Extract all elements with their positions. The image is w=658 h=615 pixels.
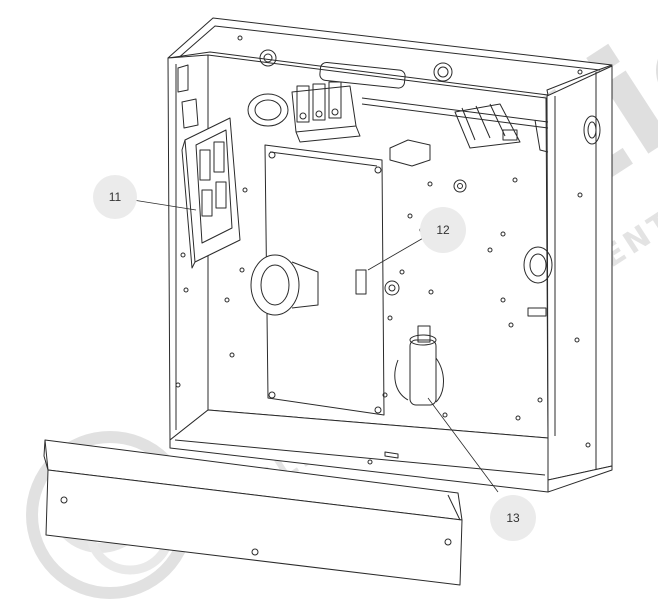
callout-bubble [490,495,536,541]
callout-label-11: 11 [109,190,122,204]
cable-loop [247,93,289,127]
leader-lines [132,199,499,493]
callout-13: 13 [490,495,536,541]
cabinet-top-flange [167,17,613,96]
callout-label-12: 12 [436,223,450,237]
terminal-block-left [291,81,361,143]
callout-bubble [420,207,466,253]
pcb-board [181,117,241,269]
leader-line-11 [132,199,197,211]
callout-label-13: 13 [506,511,520,525]
right-wall-port [583,115,601,145]
callout-12: 12 [420,207,466,253]
terminal-block-right [454,103,521,149]
mounting-plate [250,144,400,416]
callout-bubble [93,175,137,219]
cabinet-right-wall [546,65,613,481]
panel-holes [175,177,591,465]
capacitor [394,325,444,406]
leader-line-12 [367,236,426,271]
leader-line-13 [427,397,499,493]
front-cover-plate [43,439,463,586]
cabinet-bottom-tray [169,409,613,493]
callout-11: 11 [93,175,137,219]
electrical-cabinet [167,17,613,493]
